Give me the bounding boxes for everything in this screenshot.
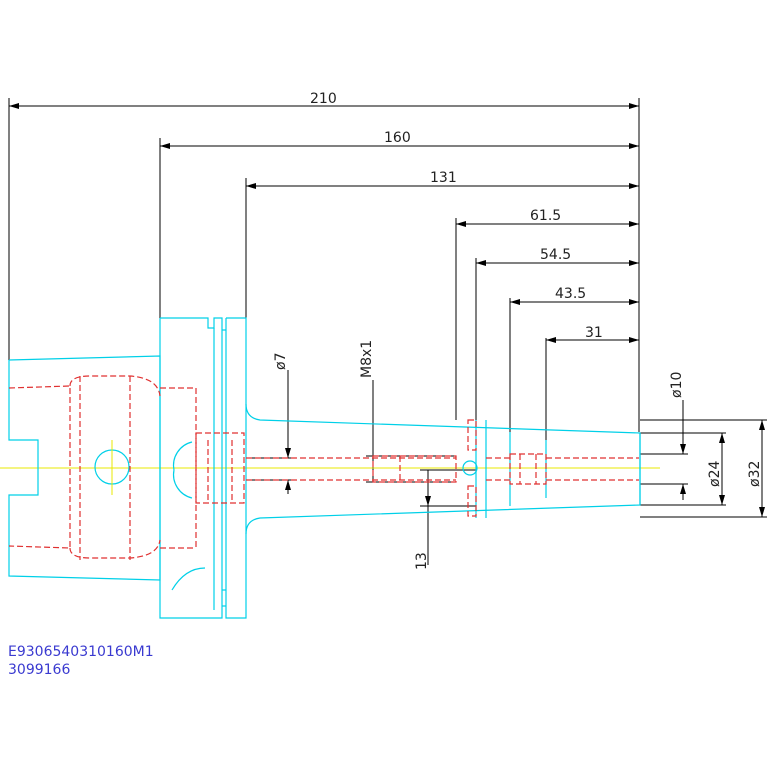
dim-54-5: 54.5 xyxy=(540,247,571,263)
dim-61-5: 61.5 xyxy=(530,208,561,224)
dim-m8x1: M8x1 xyxy=(359,340,375,378)
part-outline xyxy=(8,317,641,619)
dim-dia10: ø10 xyxy=(669,372,685,398)
dim-13: 13 xyxy=(414,552,430,570)
dim-210: 210 xyxy=(310,91,337,107)
dim-160: 160 xyxy=(384,130,411,146)
horizontal-dimensions xyxy=(8,98,640,452)
dim-dia7: ø7 xyxy=(273,353,289,370)
part-number: 3099166 xyxy=(8,662,71,678)
dim-31: 31 xyxy=(585,325,603,341)
dim-131: 131 xyxy=(430,170,457,186)
dim-dia24: ø24 xyxy=(707,461,723,487)
dim-dia32: ø32 xyxy=(747,461,763,487)
diameter-dimensions xyxy=(640,400,767,518)
hidden-lines xyxy=(8,375,639,560)
part-code: E9306540310160M1 xyxy=(8,644,154,660)
dim-43-5: 43.5 xyxy=(555,286,586,302)
